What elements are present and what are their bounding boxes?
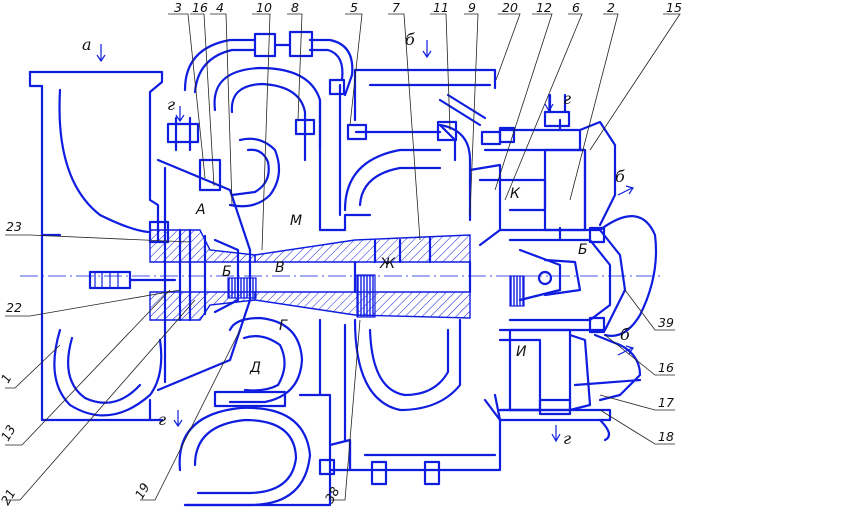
part-label-12: 12 (536, 0, 552, 15)
zone-label-D: Д (249, 360, 261, 376)
part-label-7: 7 (392, 0, 400, 15)
part-label-10: 10 (256, 0, 272, 15)
leader-lines (5, 13, 681, 501)
part-label-16-right: 16 (658, 360, 674, 375)
part-label-3: 3 (174, 0, 182, 15)
zone-label-B-left: Б (222, 264, 232, 280)
part-label-4: 4 (216, 0, 224, 15)
part-label-13: 13 (0, 422, 19, 443)
zone-label-V: В (275, 260, 285, 276)
zone-labels: А Б В Г Д М Ж К Б И (195, 186, 588, 376)
upper-volute (183, 30, 354, 208)
zone-label-K: К (510, 186, 521, 202)
zone-label-B-right: Б (578, 242, 588, 258)
part-label-2: 2 (607, 0, 615, 15)
zone-label-G: Г (279, 318, 288, 334)
flow-label-g-left-top: г (167, 95, 175, 114)
part-label-19: 19 (132, 480, 153, 501)
bearing-housing (227, 68, 525, 486)
flow-label-g-right-bottom: г (563, 429, 571, 448)
flow-label-b-right-upper: б (615, 167, 625, 186)
part-label-22: 22 (6, 300, 22, 315)
shaft-seal-rings (356, 274, 376, 318)
part-label-39: 39 (658, 315, 674, 330)
part-label-38: 38 (322, 484, 343, 505)
part-label-8: 8 (291, 0, 299, 15)
part-label-11: 11 (433, 0, 449, 15)
flow-label-g-left-bottom: г (158, 410, 166, 429)
part-number-labels: 3 16 4 10 8 5 7 11 9 20 12 6 2 15 23 22 … (0, 0, 682, 508)
zone-label-I: И (516, 344, 527, 360)
zone-label-ZH: Ж (379, 256, 396, 272)
flow-arrows (96, 40, 634, 443)
part-label-18: 18 (658, 429, 674, 444)
part-label-9: 9 (468, 0, 476, 15)
part-label-16-top: 16 (192, 0, 208, 15)
flow-label-a: а (82, 35, 92, 54)
part-label-23: 23 (6, 219, 22, 234)
zone-label-M: М (290, 213, 302, 229)
part-label-20: 20 (502, 0, 518, 15)
part-label-5: 5 (350, 0, 358, 15)
fasteners (148, 78, 606, 476)
part-label-15: 15 (666, 0, 682, 15)
flow-label-b-top: б (405, 30, 415, 49)
flow-labels: а б б б г г г г (82, 30, 630, 448)
part-label-21: 21 (0, 486, 19, 507)
zone-label-A: А (195, 202, 206, 218)
part-label-17: 17 (658, 395, 674, 410)
part-label-1: 1 (0, 371, 15, 385)
compressor-inlet-housing (28, 70, 177, 422)
flow-label-b-right-lower: б (620, 325, 630, 344)
part-label-6: 6 (572, 0, 580, 15)
turbine-section (468, 93, 658, 442)
flow-label-g-right-top: г (563, 89, 571, 108)
lower-volute (178, 316, 352, 507)
